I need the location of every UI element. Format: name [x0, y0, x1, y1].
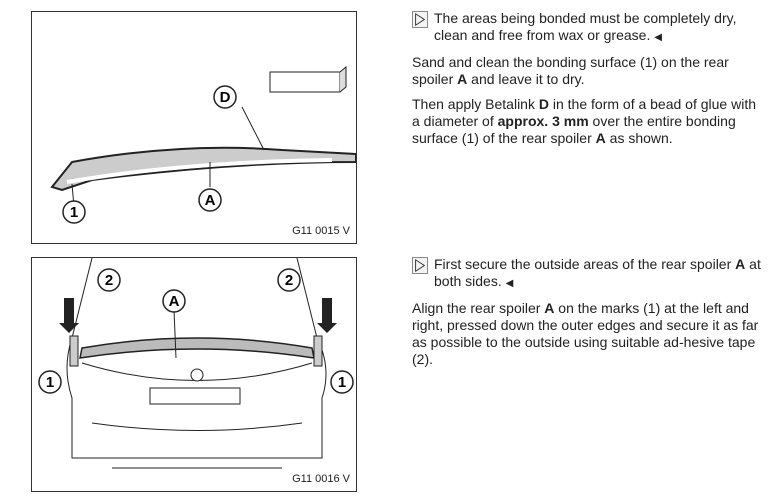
note-text: The areas being bonded must be completel…: [434, 10, 737, 43]
note-triangle-icon: [412, 11, 428, 28]
label-1-right: 1: [338, 374, 346, 391]
note: First secure the outside areas of the re…: [412, 256, 762, 292]
end-marker-icon: ◀: [505, 278, 514, 289]
label-1: 1: [70, 204, 78, 221]
figure-id: G11 0015 V: [292, 225, 350, 237]
label-2-left: 2: [105, 272, 113, 289]
label-d: D: [220, 89, 231, 106]
instruction-paragraph: Align the rear spoiler A on the marks (1…: [412, 300, 759, 367]
label-1-left: 1: [46, 374, 54, 391]
instruction-paragraph: Then apply Betalink D in the form of a b…: [412, 96, 756, 146]
section-bonding-text: The areas being bonded must be completel…: [412, 10, 762, 155]
label-a: A: [205, 192, 216, 209]
note: The areas being bonded must be completel…: [412, 10, 762, 46]
car-rear-illustration: 2 2 A 1 1: [38, 257, 354, 469]
instruction-paragraph: Sand and clean the bonding surface (1) o…: [412, 54, 729, 87]
note-triangle-icon: [412, 257, 428, 274]
section-alignment-text: First secure the outside areas of the re…: [412, 256, 762, 376]
figure-id: G11 0016 V: [292, 473, 350, 485]
spoiler-illustration: D A 1: [50, 65, 357, 224]
end-marker-icon: ◀: [654, 32, 662, 43]
figure-spoiler-bonding: D A 1 G11 0015 V: [31, 11, 357, 244]
label-a: A: [169, 293, 180, 310]
label-2-right: 2: [285, 272, 293, 289]
figure-spoiler-alignment: 2 2 A 1 1 G11 0016 V: [31, 257, 357, 492]
